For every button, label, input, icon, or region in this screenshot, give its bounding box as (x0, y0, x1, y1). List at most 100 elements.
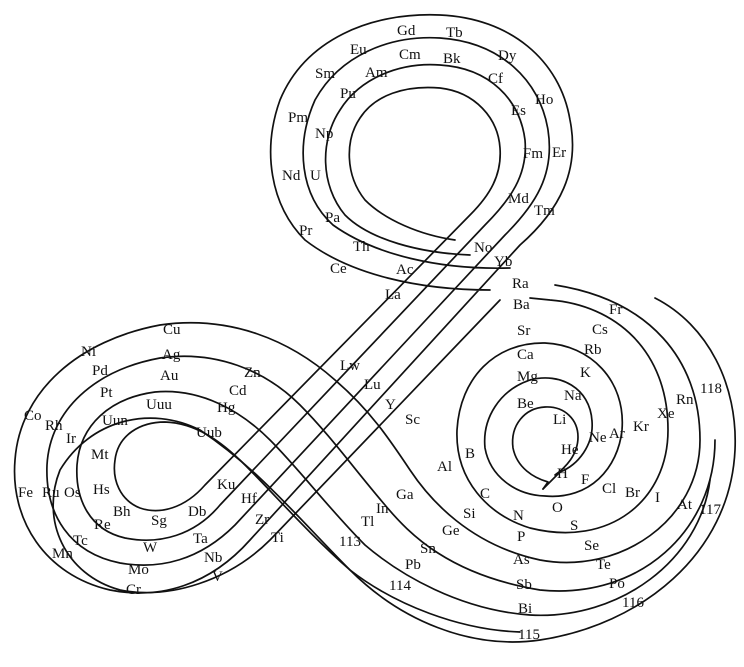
element-Ho: Ho (535, 92, 553, 108)
center-inner-loop (113, 86, 521, 633)
element-Cr: Cr (126, 582, 141, 598)
element-Zn: Zn (244, 365, 261, 381)
element-Mt: Mt (91, 447, 109, 463)
element-Ra: Ra (512, 276, 529, 292)
element-Db: Db (188, 504, 206, 520)
element-Be: Be (517, 396, 534, 412)
element-B: B (465, 446, 475, 462)
element-N: N (513, 508, 524, 524)
element-Os: Os (64, 485, 81, 501)
element-Cu: Cu (163, 322, 181, 338)
element-Zr: Zr (255, 512, 269, 528)
element-Bi: Bi (518, 601, 532, 617)
element-Md: Md (508, 191, 529, 207)
element-Nd: Nd (282, 168, 301, 184)
lanthanide-loop-mid (46, 36, 716, 592)
element-Te: Te (596, 557, 611, 573)
element-Es: Es (511, 103, 526, 119)
element-Hs: Hs (93, 482, 110, 498)
element-Xe: Xe (657, 406, 675, 422)
element-As: As (513, 552, 530, 568)
element-O: O (552, 500, 563, 516)
element-Re: Re (94, 517, 111, 533)
element-Dy: Dy (498, 48, 517, 64)
element-Mo: Mo (128, 562, 149, 578)
element-Ge: Ge (442, 523, 460, 539)
element-At: At (677, 497, 693, 513)
element-Lu: Lu (364, 377, 381, 393)
element-Ga: Ga (396, 487, 414, 503)
element-W: W (143, 540, 158, 556)
element-Sr: Sr (517, 323, 530, 339)
element-Bk: Bk (443, 51, 461, 67)
element-Pm: Pm (288, 110, 308, 126)
element-C: C (480, 486, 490, 502)
lanthanide-loop-inner (76, 63, 711, 617)
element-Na: Na (564, 388, 582, 404)
element-Tm: Tm (534, 203, 555, 219)
spiral-bands (13, 13, 736, 643)
element-Er: Er (552, 145, 566, 161)
element-Uun: Uun (102, 413, 128, 429)
element-Bh: Bh (113, 504, 131, 520)
element-115: 115 (518, 627, 540, 643)
element-Lw: Lw (340, 358, 360, 374)
element-114: 114 (389, 578, 411, 594)
element-Y: Y (385, 397, 396, 413)
element-Kr: Kr (633, 419, 649, 435)
element-La: La (385, 287, 401, 303)
element-Sn: Sn (420, 541, 436, 557)
element-117: 117 (699, 502, 721, 518)
element-Pa: Pa (325, 210, 340, 226)
element-Pb: Pb (405, 557, 421, 573)
element-V: V (212, 569, 223, 585)
element-Am: Am (365, 65, 388, 81)
element-Br: Br (625, 485, 640, 501)
element-S: S (570, 518, 578, 534)
element-H: H (557, 466, 568, 482)
element-Ta: Ta (193, 531, 208, 547)
element-Uuu: Uuu (146, 397, 172, 413)
element-Rb: Rb (584, 342, 602, 358)
element-Al: Al (437, 459, 452, 475)
element-labels: H He Li Be B C N O F Ne Na Mg Al Si P S … (18, 23, 722, 643)
element-Se: Se (584, 538, 599, 554)
element-Mn: Mn (52, 546, 73, 562)
element-Sc: Sc (405, 412, 420, 428)
element-Fm: Fm (523, 146, 543, 162)
element-In: In (376, 501, 389, 517)
element-Ni: Ni (81, 344, 96, 360)
element-Ca: Ca (517, 347, 534, 363)
element-I: I (655, 490, 660, 506)
element-116: 116 (622, 595, 644, 611)
element-Ba: Ba (513, 297, 530, 313)
element-No: No (474, 240, 492, 256)
element-Cs: Cs (592, 322, 608, 338)
element-Uub: Uub (196, 425, 222, 441)
element-Ac: Ac (396, 262, 414, 278)
element-Cm: Cm (399, 47, 421, 63)
element-Sb: Sb (516, 577, 532, 593)
element-Yb: Yb (494, 254, 512, 270)
spiral-band-2 (511, 406, 579, 490)
element-Sm: Sm (315, 66, 335, 82)
element-Pt: Pt (100, 385, 113, 401)
element-Ru: Ru (42, 485, 60, 501)
element-Tl: Tl (361, 514, 374, 530)
spiral-band-3 (52, 297, 736, 643)
element-Nb: Nb (204, 550, 222, 566)
element-Th: Th (353, 239, 370, 255)
element-Hg: Hg (217, 400, 236, 416)
element-113: 113 (339, 534, 361, 550)
element-Pu: Pu (340, 86, 356, 102)
element-Gd: Gd (397, 23, 416, 39)
spiral-band-1 (456, 297, 669, 534)
lanthanide-loop-outer (13, 13, 701, 594)
element-Mg: Mg (517, 369, 538, 385)
element-Rn: Rn (676, 392, 694, 408)
element-Ne: Ne (589, 430, 607, 446)
element-U: U (310, 168, 321, 184)
element-F: F (581, 472, 589, 488)
element-Sg: Sg (151, 513, 167, 529)
element-Fr: Fr (609, 302, 622, 318)
